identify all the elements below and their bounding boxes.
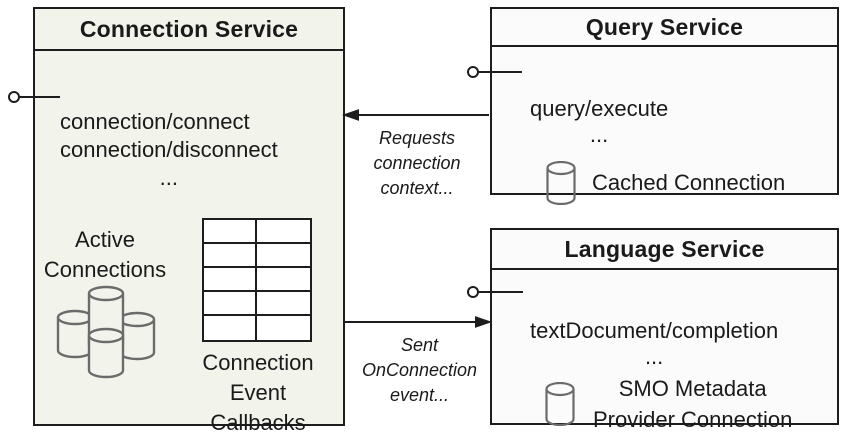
connection-service-box: Connection Service connection/connect co… xyxy=(33,7,345,435)
language-service-title: Language Service xyxy=(492,230,837,270)
database-cylinder-right xyxy=(118,311,156,361)
methods-ellipsis: ... xyxy=(159,165,179,190)
database-cylinder-left xyxy=(56,309,94,359)
database-icon xyxy=(546,161,576,205)
query-service-title: Query Service xyxy=(492,9,837,47)
sent-onconnection-event-label: Sent OnConnection event... xyxy=(361,335,478,405)
sent-onconnection-arrow xyxy=(345,316,493,328)
connection-event-callbacks-label: Connection Event Callbacks xyxy=(202,350,314,435)
connection-service-methods: connection/connect connection/disconnect… xyxy=(60,108,278,192)
method-connection-connect: connection/connect xyxy=(60,109,250,134)
cached-connection-label: Cached Connection xyxy=(592,170,786,195)
requests-connection-arrow xyxy=(341,109,489,121)
method-textdocument-completion: textDocument/completion xyxy=(530,318,779,343)
query-service-box: Query Service query/execute ... Cached C… xyxy=(490,7,839,205)
language-methods-ellipsis: ... xyxy=(644,344,664,369)
query-service-methods: query/execute ... xyxy=(530,96,668,148)
smo-metadata-provider-label: SMO Metadata Provider Connection xyxy=(593,375,793,432)
language-service-methods: textDocument/completion ... xyxy=(530,318,778,370)
database-cylinder-front xyxy=(87,327,125,379)
method-connection-disconnect: connection/disconnect xyxy=(60,137,278,162)
requests-connection-context-label: Requests connection context... xyxy=(373,128,461,198)
database-icon xyxy=(545,381,575,426)
smo-metadata-provider-row: SMO Metadata Provider Connection xyxy=(545,372,792,435)
language-service-box: Language Service textDocument/completion… xyxy=(490,228,839,432)
query-methods-ellipsis: ... xyxy=(589,122,609,147)
connection-service-title: Connection Service xyxy=(35,9,343,51)
callback-table-grid-icon xyxy=(202,218,312,342)
cached-connection-row: Cached Connection xyxy=(546,161,785,205)
active-connections-label: Active Connections xyxy=(43,227,167,282)
method-query-execute: query/execute xyxy=(530,96,669,121)
database-cluster-icon xyxy=(56,285,156,379)
database-cylinder-back xyxy=(87,285,125,353)
